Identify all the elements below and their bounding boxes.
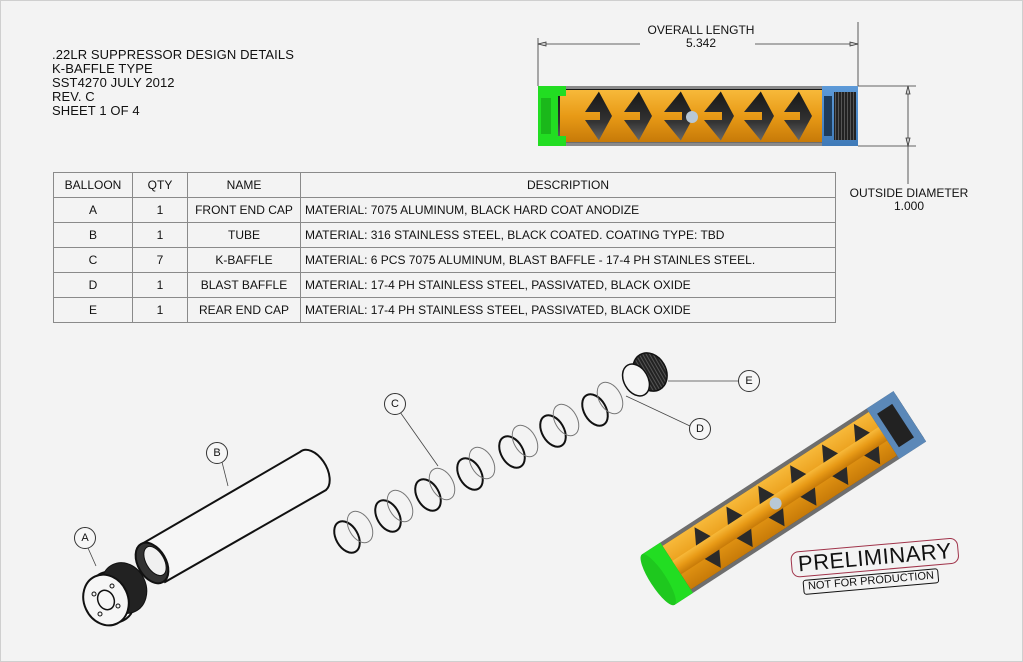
- rear-end-cap-exploded: [621, 352, 668, 397]
- table-row: C 7 K-BAFFLE MATERIAL: 6 PCS 7075 ALUMIN…: [53, 247, 836, 273]
- title-block: .22LR SUPPRESSOR DESIGN DETAILS K-BAFFLE…: [52, 48, 294, 118]
- outside-diameter-dimension: OUTSIDE DIAMETER 1.000: [846, 187, 972, 213]
- cell-balloon: A: [53, 197, 133, 223]
- leader-lines: [87, 380, 740, 567]
- balloon-e: E: [738, 370, 760, 392]
- title-line-5: SHEET 1 OF 4: [52, 103, 140, 118]
- cell-description: MATERIAL: 6 PCS 7075 ALUMINUM, BLAST BAF…: [300, 247, 836, 273]
- cell-description: MATERIAL: 17-4 PH STAINLESS STEEL, PASSI…: [300, 297, 836, 323]
- cell-qty: 1: [132, 197, 188, 223]
- title-line-4: REV. C: [52, 89, 95, 104]
- outside-diameter-dim-lines: [858, 85, 916, 184]
- front-end-cap-exploded: [82, 562, 148, 627]
- outside-diameter-value: 1.000: [893, 199, 925, 213]
- cell-description: MATERIAL: 7075 ALUMINUM, BLACK HARD COAT…: [300, 197, 836, 223]
- table-row: E 1 REAR END CAP MATERIAL: 17-4 PH STAIN…: [53, 297, 836, 323]
- suppressor-isometric-view: [640, 391, 927, 606]
- overall-length-label: OVERALL LENGTH: [647, 23, 755, 37]
- cell-qty: 1: [132, 272, 188, 298]
- cell-balloon: D: [53, 272, 133, 298]
- balloon-a: A: [74, 527, 96, 549]
- title-line-3: SST4270 JULY 2012: [52, 75, 175, 90]
- overall-length-dim-lines: [537, 22, 859, 86]
- title-line-2: K-BAFFLE TYPE: [52, 61, 153, 76]
- cell-balloon: C: [53, 247, 133, 273]
- balloon-d: D: [689, 418, 711, 440]
- cell-description: MATERIAL: 316 STAINLESS STEEL, BLACK COA…: [300, 222, 836, 248]
- title-line-1: .22LR SUPPRESSOR DESIGN DETAILS: [52, 47, 294, 62]
- cell-name: BLAST BAFFLE: [187, 272, 301, 298]
- cell-name: TUBE: [187, 222, 301, 248]
- header-qty: QTY: [132, 172, 188, 198]
- cell-qty: 1: [132, 297, 188, 323]
- header-name: NAME: [187, 172, 301, 198]
- table-row: B 1 TUBE MATERIAL: 316 STAINLESS STEEL, …: [53, 222, 836, 248]
- bill-of-materials-table: BALLOON QTY NAME DESCRIPTION A 1 FRONT E…: [53, 172, 836, 323]
- outside-diameter-label: OUTSIDE DIAMETER: [849, 186, 969, 200]
- cell-balloon: B: [53, 222, 133, 248]
- header-balloon: BALLOON: [53, 172, 133, 198]
- overall-length-value: 5.342: [685, 36, 717, 50]
- bom-header-row: BALLOON QTY NAME DESCRIPTION: [53, 172, 836, 198]
- balloon-c: C: [384, 393, 406, 415]
- overall-length-dimension: OVERALL LENGTH 5.342: [636, 24, 766, 50]
- cell-name: REAR END CAP: [187, 297, 301, 323]
- cell-description: MATERIAL: 17-4 PH STAINLESS STEEL, PASSI…: [300, 272, 836, 298]
- table-row: A 1 FRONT END CAP MATERIAL: 7075 ALUMINU…: [53, 197, 836, 223]
- table-row: D 1 BLAST BAFFLE MATERIAL: 17-4 PH STAIN…: [53, 272, 836, 298]
- cell-balloon: E: [53, 297, 133, 323]
- suppressor-section-view: [538, 86, 858, 146]
- cell-name: K-BAFFLE: [187, 247, 301, 273]
- header-description: DESCRIPTION: [300, 172, 836, 198]
- balloon-b: B: [206, 442, 228, 464]
- cell-name: FRONT END CAP: [187, 197, 301, 223]
- k-baffles-exploded: [333, 381, 624, 554]
- cell-qty: 7: [132, 247, 188, 273]
- cell-qty: 1: [132, 222, 188, 248]
- tube-exploded: [134, 448, 331, 585]
